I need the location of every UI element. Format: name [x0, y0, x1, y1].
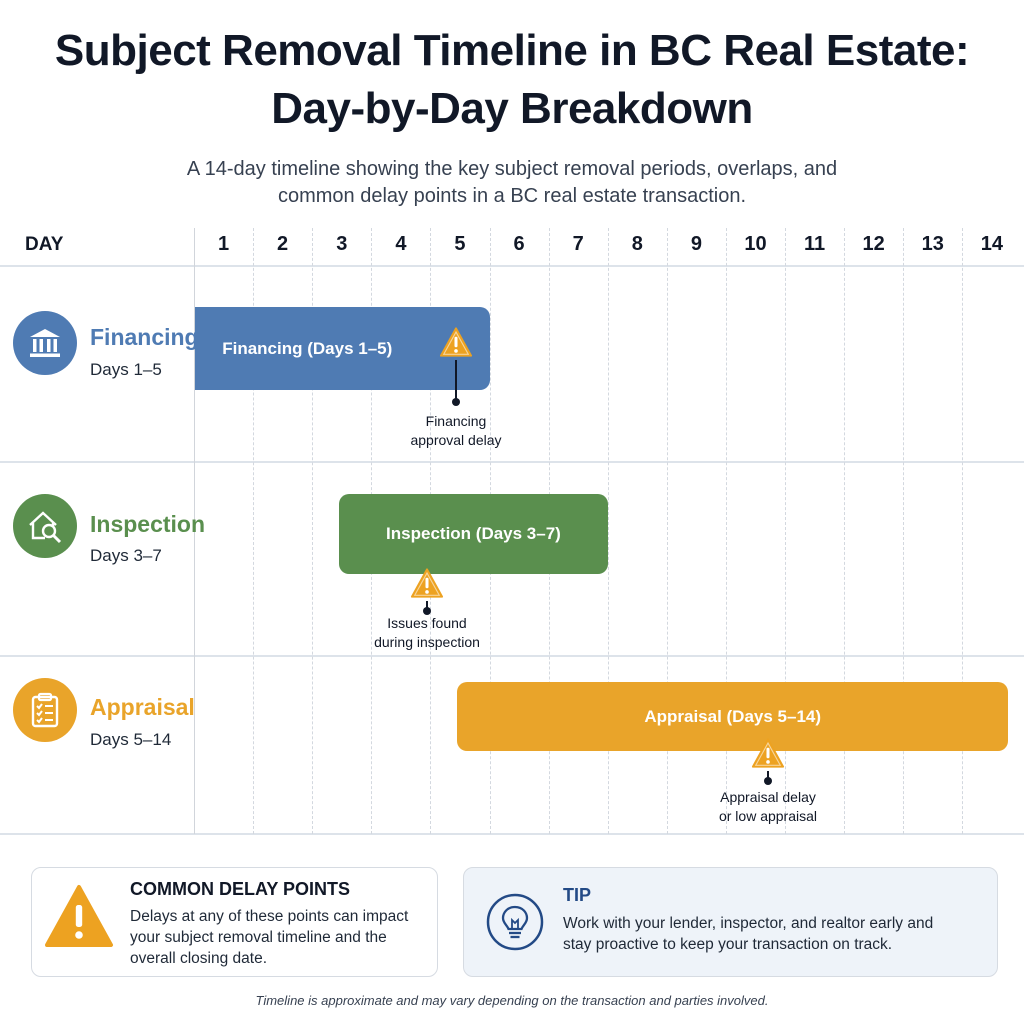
row-day-range: Days 1–5: [90, 360, 162, 379]
callout-dot: [452, 398, 460, 406]
warning-icon: [751, 737, 785, 769]
callout-line: [455, 360, 457, 400]
callout-line-2: or low appraisal: [718, 808, 818, 824]
tip-line: stay proactive to keep your transaction …: [563, 936, 893, 953]
row-divider: [0, 461, 1024, 463]
callout-dot: [423, 607, 431, 615]
delay-box-line: overall closing date.: [130, 950, 267, 967]
callout-line-2: during inspection: [374, 634, 480, 650]
clipboard-checklist-icon-badge: [13, 678, 77, 742]
callout-line: [767, 771, 769, 779]
tip-box: TIP Work with your lender, inspector, an…: [463, 867, 998, 977]
day-number: 1: [218, 233, 230, 255]
header-divider: [0, 265, 1024, 267]
delay-box-line: your subject removal timeline and the: [130, 929, 387, 946]
day-number: 11: [804, 233, 826, 255]
day-grid-line: [903, 228, 905, 834]
day-number: 10: [744, 233, 767, 255]
day-number: 5: [454, 233, 466, 255]
day-grid-line: [962, 228, 964, 834]
label-column-divider: [194, 228, 195, 834]
day-grid-line: [253, 228, 255, 834]
house-search-icon: [29, 511, 62, 544]
lightbulb-icon: [486, 893, 544, 951]
tip-body: Work with your lender, inspector, and re…: [563, 913, 933, 955]
bar-label: Appraisal (Days 5–14): [644, 706, 822, 726]
tip-line: Work with your lender, inspector, and re…: [563, 915, 934, 932]
day-number: 8: [631, 233, 643, 255]
row-day-range: Days 3–7: [90, 546, 162, 565]
clipboard-checklist-icon: [31, 692, 59, 728]
row-divider: [0, 833, 1024, 835]
subtitle-line-1: A 14-day timeline showing the key subjec…: [186, 158, 838, 180]
day-number: 2: [277, 233, 289, 255]
day-grid-line: [312, 228, 314, 834]
delay-box-body: Delays at any of these points can impact…: [130, 906, 408, 969]
bar-label: Inspection (Days 3–7): [386, 524, 561, 543]
page-subtitle: A 14-day timeline showing the key subjec…: [0, 156, 1024, 210]
callout-line-2: approval delay: [410, 432, 502, 448]
row-name: Financing: [90, 324, 199, 350]
delay-callout: Financing approval delay: [376, 412, 536, 450]
callout-line-1: Financing: [425, 413, 487, 429]
day-number: 7: [572, 233, 584, 255]
callout-line-1: Appraisal delay: [720, 789, 816, 805]
subject-bar-financing: Financing (Days 1–5): [195, 307, 490, 390]
day-grid-line: [785, 228, 786, 834]
warning-icon: [45, 885, 113, 947]
day-column-header: DAY: [25, 234, 64, 255]
tip-title: TIP: [563, 885, 592, 905]
subject-bar-inspection: Inspection (Days 3–7): [339, 494, 608, 574]
day-number: 14: [980, 233, 1004, 255]
subtitle-line-2: common delay points in a BC real estate …: [277, 185, 747, 207]
warning-icon: [439, 326, 473, 358]
day-number: 9: [690, 233, 702, 255]
delay-box-title: COMMON DELAY POINTS: [130, 879, 351, 899]
row-name: Inspection: [90, 511, 206, 537]
callout-dot: [764, 777, 772, 785]
delay-callout: Issues found during inspection: [347, 614, 507, 652]
footnote: Timeline is approximate and may vary dep…: [255, 993, 769, 1008]
callout-line: [426, 601, 428, 609]
day-number: 4: [395, 233, 407, 255]
title-line-2: Day-by-Day Breakdown: [271, 84, 753, 133]
day-grid-line: [607, 228, 609, 834]
title-line-1: Subject Removal Timeline in BC Real Esta…: [54, 26, 970, 75]
warning-icon: [410, 567, 444, 599]
delay-callout: Appraisal delay or low appraisal: [688, 788, 848, 826]
subject-bar-appraisal: Appraisal (Days 5–14): [457, 682, 1008, 751]
delay-points-box: COMMON DELAY POINTS Delays at any of the…: [31, 867, 438, 977]
house-search-icon-badge: [13, 494, 77, 558]
page-title: Subject Removal Timeline in BC Real Esta…: [0, 22, 1024, 138]
day-number: 12: [862, 233, 885, 255]
bank-icon: [30, 329, 60, 357]
day-grid-line: [725, 228, 727, 834]
day-number: 3: [336, 233, 348, 255]
row-divider: [0, 655, 1024, 657]
callout-line-1: Issues found: [387, 615, 467, 631]
day-number: 6: [513, 233, 525, 255]
day-grid-line: [666, 228, 668, 834]
bar-label: Financing (Days 1–5): [222, 338, 393, 358]
row-name: Appraisal: [90, 694, 195, 720]
bank-icon-badge: [13, 311, 77, 375]
delay-box-line: Delays at any of these points can impact: [130, 908, 409, 925]
day-grid-line: [844, 228, 846, 834]
row-day-range: Days 5–14: [90, 730, 172, 749]
day-number: 13: [921, 233, 944, 255]
